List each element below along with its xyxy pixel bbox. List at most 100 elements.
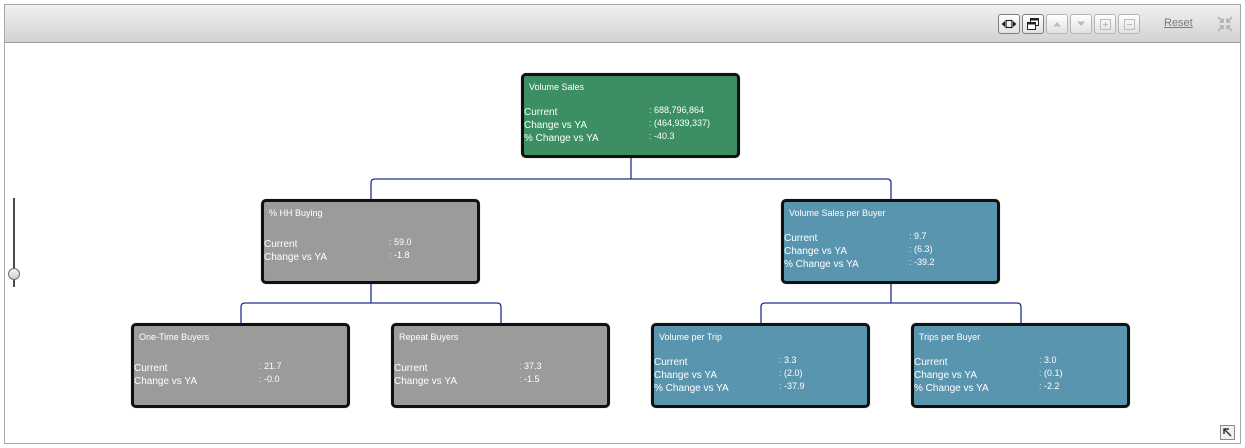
metric-separator: : <box>909 256 912 267</box>
node-metrics: Current:688,796,864 Change vs YA:(464,93… <box>524 98 737 148</box>
metric-row: % Change vs YA:-2.2 <box>914 380 1127 394</box>
copy-icon <box>1027 18 1039 30</box>
metric-value: 3.0 <box>1044 354 1057 365</box>
metric-label: Current <box>264 239 298 250</box>
zoom-slider-track[interactable] <box>13 198 15 287</box>
metric-row: Current:3.0 <box>914 354 1127 368</box>
node-trips-per-buyer[interactable]: Trips per Buyer Current:3.0 Change vs YA… <box>911 323 1130 408</box>
metric-label: Change vs YA <box>654 369 718 381</box>
metric-value: 3.3 <box>784 354 797 365</box>
metric-value: 37.3 <box>524 361 542 371</box>
metric-separator: : <box>519 374 522 384</box>
metric-label: % Change vs YA <box>524 132 599 144</box>
metric-row: Change vs YA:-1.8 <box>264 249 477 263</box>
node-title: Volume Sales per Buyer <box>789 208 886 218</box>
metric-row: Change vs YA:-1.5 <box>394 373 607 387</box>
overview-toggle-icon <box>1223 428 1232 437</box>
metric-row: Current:59.0 <box>264 236 477 250</box>
metric-separator: : <box>519 361 522 371</box>
metric-label: Current <box>784 232 818 244</box>
metric-separator: : <box>649 117 652 128</box>
metric-row: % Change vs YA:-39.2 <box>784 256 997 270</box>
metric-row: Current:37.3 <box>394 360 607 374</box>
metric-separator: : <box>909 243 912 254</box>
node-volume-per-trip[interactable]: Volume per Trip Current:3.3 Change vs YA… <box>651 323 870 408</box>
metric-row: Change vs YA:-0.0 <box>134 373 347 387</box>
move-up-button[interactable] <box>1046 14 1068 34</box>
metric-value: 688,796,864 <box>654 104 705 115</box>
metric-separator: : <box>1039 354 1042 365</box>
metric-row: Current:688,796,864 <box>524 104 737 118</box>
node-title: % HH Buying <box>269 208 323 218</box>
overview-toggle-button[interactable] <box>1220 425 1235 440</box>
metric-separator: : <box>1039 380 1042 391</box>
node-title: Volume Sales <box>529 82 585 92</box>
metric-value: -0.0 <box>264 374 280 384</box>
collapse-node-button[interactable] <box>1118 14 1140 34</box>
metric-value: -2.2 <box>1044 380 1060 391</box>
move-down-icon <box>1077 21 1085 26</box>
toolbar: Reset <box>5 5 1240 43</box>
metric-value: -37.9 <box>784 380 805 391</box>
node-metrics: Current:9.7 Change vs YA:(6.3) % Change … <box>784 224 997 274</box>
metric-separator: : <box>389 250 392 260</box>
metric-label: Change vs YA <box>524 119 588 131</box>
metric-row: Current:3.3 <box>654 354 867 368</box>
metric-separator: : <box>909 230 912 241</box>
metric-separator: : <box>389 237 392 247</box>
metric-row: % Change vs YA:-37.9 <box>654 380 867 394</box>
node-one-time-buyers[interactable]: One-Time Buyers Current:21.7 Change vs Y… <box>131 323 350 408</box>
node-hh-buying[interactable]: % HH Buying Current:59.0 Change vs YA:-1… <box>261 199 480 284</box>
collapse-node-icon <box>1123 18 1135 30</box>
metric-label: % Change vs YA <box>784 258 859 270</box>
metric-label: % Change vs YA <box>914 382 989 394</box>
metric-separator: : <box>649 130 652 141</box>
metric-value: -1.5 <box>524 374 540 384</box>
zoom-slider-knob[interactable] <box>8 267 20 280</box>
metric-value: 59.0 <box>394 237 412 247</box>
node-title: Volume per Trip <box>659 332 723 342</box>
node-title: One-Time Buyers <box>139 332 210 342</box>
metric-row: Current:9.7 <box>784 230 997 244</box>
metric-value: -39.2 <box>914 256 935 267</box>
node-title: Repeat Buyers <box>399 332 459 342</box>
node-volume-sales-per-buyer[interactable]: Volume Sales per Buyer Current:9.7 Chang… <box>781 199 1000 284</box>
node-metrics: Current:3.0 Change vs YA:(0.1) % Change … <box>914 348 1127 398</box>
metric-label: Current <box>654 356 688 368</box>
reset-link[interactable]: Reset <box>1164 17 1193 29</box>
metric-row: Change vs YA:(0.1) <box>914 367 1127 381</box>
metric-separator: : <box>259 361 262 371</box>
node-metrics: Current:37.3 Change vs YA:-1.5 <box>394 348 607 398</box>
metric-label: Change vs YA <box>394 376 458 387</box>
metric-separator: : <box>779 380 782 391</box>
metric-row: % Change vs YA:-40.3 <box>524 130 737 144</box>
node-repeat-buyers[interactable]: Repeat Buyers Current:37.3 Change vs YA:… <box>391 323 610 408</box>
node-metrics: Current:21.7 Change vs YA:-0.0 <box>134 348 347 398</box>
node-volume-sales[interactable]: Volume Sales Current:688,796,864 Change … <box>521 73 740 158</box>
move-down-button[interactable] <box>1070 14 1092 34</box>
metric-row: Change vs YA:(464,939,337) <box>524 117 737 131</box>
metric-separator: : <box>649 104 652 115</box>
metric-label: Change vs YA <box>134 376 198 387</box>
fit-to-screen-button[interactable] <box>998 14 1020 34</box>
metric-label: Current <box>524 106 558 118</box>
metric-label: Change vs YA <box>784 245 848 257</box>
metric-label: Current <box>914 356 948 368</box>
metric-label: Change vs YA <box>264 252 328 263</box>
metric-label: Change vs YA <box>914 369 978 381</box>
expand-node-button[interactable] <box>1094 14 1116 34</box>
metric-row: Change vs YA:(2.0) <box>654 367 867 381</box>
copy-button[interactable] <box>1022 14 1044 34</box>
metric-separator: : <box>779 354 782 365</box>
collapse-all-button[interactable] <box>1217 16 1233 32</box>
metric-separator: : <box>779 367 782 378</box>
metric-label: Current <box>134 363 168 374</box>
move-up-icon <box>1053 22 1061 27</box>
node-title: Trips per Buyer <box>919 332 981 342</box>
metric-value: -1.8 <box>394 250 410 260</box>
metric-label: Current <box>394 363 428 374</box>
metric-value: 9.7 <box>914 230 927 241</box>
metric-value: 21.7 <box>264 361 282 371</box>
fit-to-screen-icon <box>1001 19 1017 29</box>
toolbar-button-group <box>998 14 1140 34</box>
